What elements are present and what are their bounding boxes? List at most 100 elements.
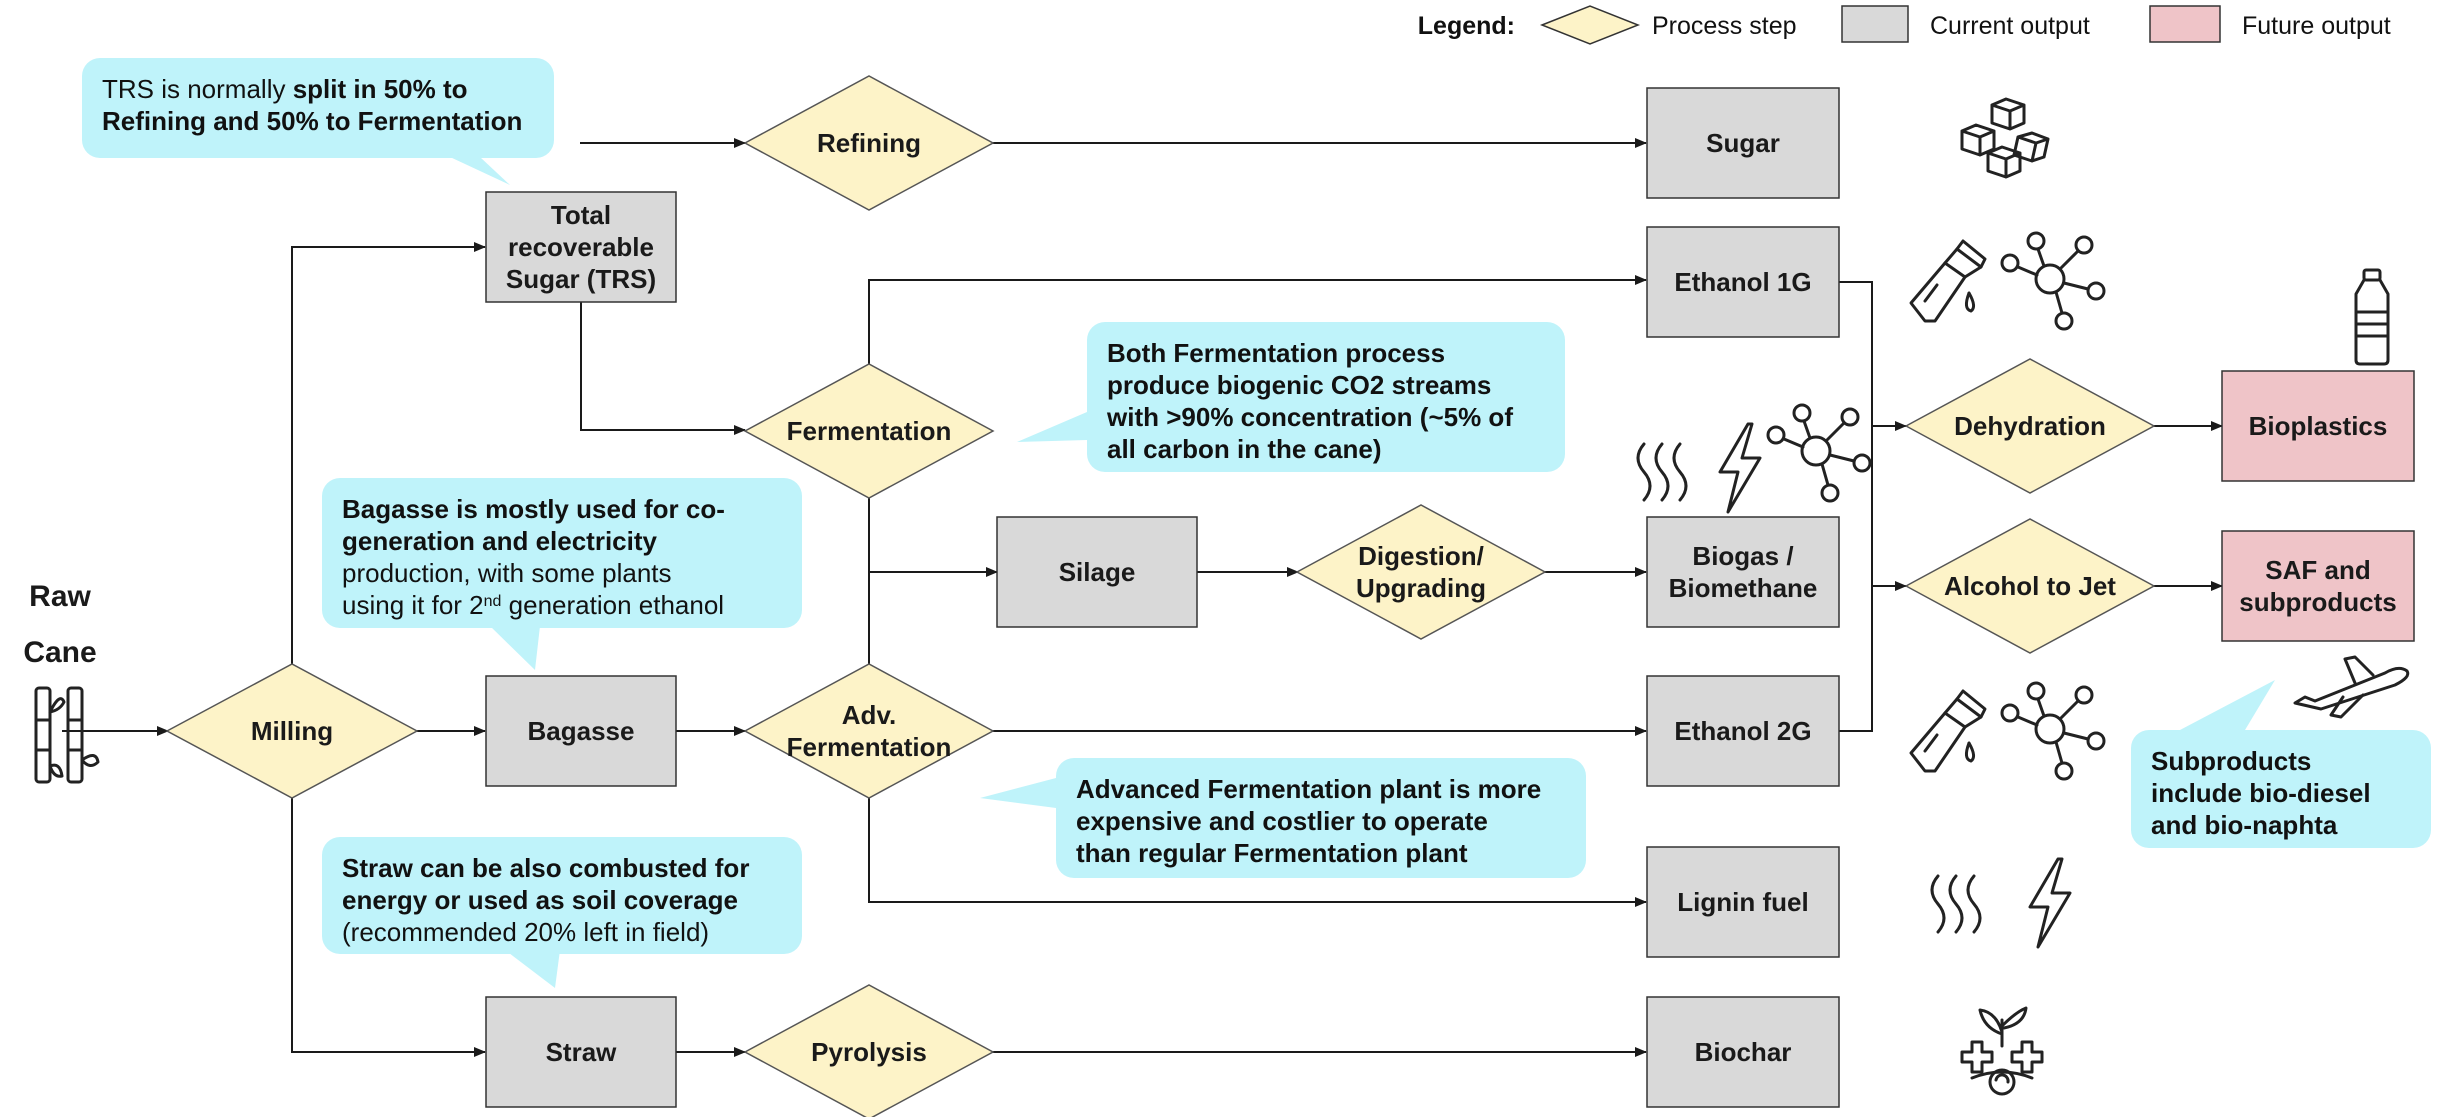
node-refining-label: Refining bbox=[817, 128, 921, 158]
raw-cane-label: Cane bbox=[23, 636, 96, 669]
callout-fermentation-tail bbox=[1017, 412, 1087, 442]
callout-bagasse-line: generation and electricity bbox=[342, 526, 658, 556]
node-silage-label: Silage bbox=[1059, 557, 1136, 587]
callout-bagasse-text: Bagasse is mostly used for co- bbox=[342, 494, 725, 524]
callout-trs-line: TRS is normally split in 50% to bbox=[102, 74, 468, 104]
legend-current-label: Current output bbox=[1930, 12, 2090, 40]
node-bioplastics: Bioplastics bbox=[2221, 370, 2415, 482]
callout-straw-line: (recommended 20% left in field) bbox=[342, 917, 709, 947]
node-biogas: Biogas /Biomethane bbox=[1646, 516, 1840, 628]
soil-regeneration-icon bbox=[1960, 1006, 2044, 1096]
node-adv-fermentation-label: Adv. bbox=[842, 700, 896, 730]
legend-future-label: Future output bbox=[2242, 12, 2391, 40]
legend-title: Legend: bbox=[1418, 12, 1515, 40]
callout-adv-fermentation-box bbox=[1056, 758, 1586, 878]
callout-bagasse-text: using it for 2 bbox=[342, 590, 484, 620]
molecule-icon bbox=[1766, 403, 1872, 503]
node-lignin-label: Lignin fuel bbox=[1677, 887, 1808, 917]
callout-trs-text: Refining and 50% to Fermentation bbox=[102, 106, 522, 136]
heat-icon bbox=[1930, 874, 1982, 934]
sugarcane-icon bbox=[34, 686, 100, 784]
node-digestion-label: Upgrading bbox=[1356, 573, 1486, 603]
callout-bagasse-text: generation and electricity bbox=[342, 526, 658, 556]
node-bioplastics-label: Bioplastics bbox=[2249, 411, 2388, 441]
callout-bagasse-box bbox=[322, 478, 802, 628]
node-silage-shape bbox=[996, 516, 1198, 628]
callout-saf-text: and bio-naphta bbox=[2151, 810, 2338, 840]
callout-straw-line: energy or used as soil coverage bbox=[342, 885, 738, 915]
callout-straw-text: Straw can be also combusted for bbox=[342, 853, 749, 883]
node-saf-label: SAF and bbox=[2265, 555, 2370, 585]
node-straw-label: Straw bbox=[546, 1037, 618, 1067]
callout-fermentation-line: with >90% concentration (~5% of bbox=[1106, 402, 1513, 432]
callout-bagasse-line: using it for 2nd generation ethanol bbox=[342, 590, 724, 620]
connector-4 bbox=[580, 138, 746, 148]
node-lignin-shape bbox=[1646, 846, 1840, 958]
node-biogas-label: Biomethane bbox=[1669, 573, 1818, 603]
legend-current-swatch bbox=[1841, 5, 1909, 43]
connector-9 bbox=[868, 275, 1647, 366]
node-ethanol2g: Ethanol 2G bbox=[1646, 675, 1840, 787]
callout-saf-line: and bio-naphta bbox=[2151, 810, 2338, 840]
node-pyrolysis-label: Pyrolysis bbox=[811, 1037, 927, 1067]
callout-bagasse-tail bbox=[490, 626, 540, 670]
node-sugar-shape bbox=[1646, 87, 1840, 199]
callout-adv-fermentation: Advanced Fermentation plant is moreexpen… bbox=[980, 758, 1586, 878]
fuel-pump-icon bbox=[1909, 689, 1987, 773]
node-adv-fermentation-label: Fermentation bbox=[787, 732, 952, 762]
callout-trs-tail bbox=[450, 157, 510, 185]
callout-fermentation-text: produce biogenic CO2 streams bbox=[1107, 370, 1491, 400]
callout-adv-fermentation-line: expensive and costlier to operate bbox=[1076, 806, 1488, 836]
node-trs-label: Total bbox=[551, 200, 611, 230]
node-silage: Silage bbox=[996, 516, 1198, 628]
callout-trs-box bbox=[82, 58, 554, 158]
node-adv-fermentation-shape bbox=[743, 663, 995, 799]
node-biochar-label: Biochar bbox=[1695, 1037, 1792, 1067]
node-saf-label: subproducts bbox=[2239, 587, 2396, 617]
callout-trs: TRS is normally split in 50% toRefining … bbox=[82, 58, 554, 185]
node-refining-shape bbox=[743, 75, 995, 211]
lightning-icon bbox=[1718, 422, 1762, 514]
connector-15 bbox=[868, 796, 1647, 907]
callout-fermentation-line: produce biogenic CO2 streams bbox=[1107, 370, 1491, 400]
node-alcohol-to-jet-shape bbox=[1904, 518, 2156, 654]
node-saf-shape bbox=[2221, 530, 2415, 642]
callout-straw-text: energy or used as soil coverage bbox=[342, 885, 738, 915]
callout-straw-box bbox=[322, 837, 802, 954]
callout-adv-fermentation-text: than regular Fermentation plant bbox=[1076, 838, 1468, 868]
node-trs-shape bbox=[485, 191, 677, 303]
callout-fermentation-line: all carbon in the cane) bbox=[1107, 434, 1382, 464]
node-ethanol1g-shape bbox=[1646, 226, 1840, 338]
node-ethanol1g-label: Ethanol 1G bbox=[1674, 267, 1811, 297]
callout-bagasse-line: Bagasse is mostly used for co- bbox=[342, 494, 725, 524]
callout-bagasse-text: generation ethanol bbox=[501, 590, 724, 620]
node-milling: Milling bbox=[165, 663, 419, 799]
node-biogas-shape bbox=[1646, 516, 1840, 628]
node-bagasse-label: Bagasse bbox=[528, 716, 635, 746]
node-pyrolysis-shape bbox=[743, 984, 995, 1117]
node-digestion: Digestion/Upgrading bbox=[1295, 504, 1547, 640]
callout-straw-line: Straw can be also combusted for bbox=[342, 853, 749, 883]
node-sugar: Sugar bbox=[1646, 87, 1840, 199]
callout-saf-line: include bio-diesel bbox=[2151, 778, 2371, 808]
callout-straw-text: (recommended 20% left in field) bbox=[342, 917, 709, 947]
node-bioplastics-shape bbox=[2221, 370, 2415, 482]
callout-straw-tail bbox=[505, 950, 560, 988]
icons bbox=[34, 97, 2410, 1096]
callout-bagasse: Bagasse is mostly used for co-generation… bbox=[322, 478, 802, 670]
node-biochar: Biochar bbox=[1646, 996, 1840, 1108]
node-dehydration: Dehydration bbox=[1904, 358, 2156, 494]
molecule-icon bbox=[2000, 681, 2106, 781]
node-milling-label: Milling bbox=[251, 716, 333, 746]
legend-process-swatch bbox=[1539, 5, 1641, 45]
callout-fermentation-line: Both Fermentation process bbox=[1107, 338, 1445, 368]
node-bagasse-shape bbox=[485, 675, 677, 787]
node-trs-label: recoverable bbox=[508, 232, 654, 262]
